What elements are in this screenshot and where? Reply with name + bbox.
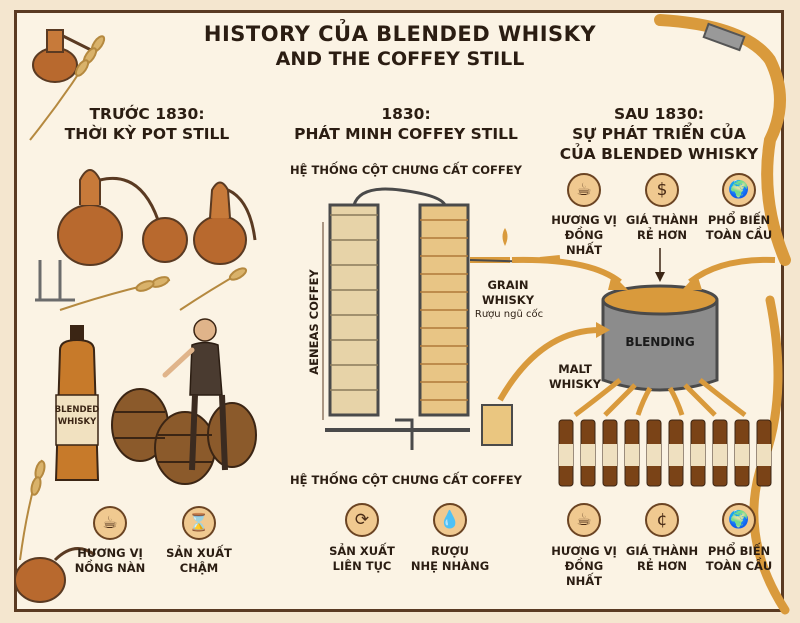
panel1-feature1-line2: NỒNG NÀN [74,561,146,575]
panel3-top-feature1-line1: HƯƠNG VỊ [551,213,617,227]
panel3-bottom-feature2-label: GIÁ THÀNH RẺ HƠN [623,544,701,574]
bottle-row-icon [558,419,772,487]
panel1-header-line1: TRƯỚC 1830: [89,105,205,123]
arrow-down-head-icon [655,272,665,282]
bottle-2 [580,419,596,487]
panel1-feature2-line2: CHẬM [179,561,219,575]
title-line2: AND THE COFFEY STILL [275,48,525,70]
panel3-top-feature2-label: GIÁ THÀNH RẺ HƠN [623,213,701,243]
aeneas-coffey-label: AENEAS COFFEY [307,269,321,375]
panel1-feature1-label: HƯƠNG VỊ NỒNG NÀN [60,546,160,576]
bottle-6 [668,419,684,487]
panel3-top-feature1-line2: ĐỒNG NHẤT [564,228,604,257]
distribution-streams-icon [573,378,747,417]
title-line1: HISTORY CỦA BLENDED WHISKY [203,22,597,46]
panel2-feature2-line1: RƯỢU [431,544,469,558]
bottle-9 [734,419,750,487]
coffey-system-label-top: HỆ THỐNG CỘT CHƯNG CẤT COFFEY [290,163,522,177]
wheat-top-left-icon [29,35,106,141]
flow-arrowheads-icon [596,274,702,338]
panel3-bottom-feature1-line2: ĐỒNG NHẤT [564,559,604,588]
panel3-bottom-feature1-line1: HƯƠNG VỊ [551,544,617,558]
panel2-feature1-line1: SẢN XUẤT [329,544,395,558]
panel2-header: 1830: PHÁT MINH COFFEY STILL [282,104,530,144]
panel3-header-line1: SAU 1830: [613,105,704,123]
panel3-top-feature3-line2: TOÀN CẦU [705,228,773,242]
bottom-left-pot-still-icon [14,547,96,603]
coins-icon: ¢ [645,503,679,537]
cycle-icon: ⟳ [345,503,379,537]
panel3-header-line3: CỦA BLENDED WHISKY [559,145,759,163]
grain-whisky-label: GRAIN WHISKY [478,278,538,308]
coffey-system-label-bottom: HỆ THỐNG CỘT CHƯNG CẤT COFFEY [290,473,522,487]
bottle-7 [690,419,706,487]
panel3-top-feature3-label: PHỔ BIẾN TOÀN CẦU [700,213,778,243]
blended-whisky-bottle-icon [54,325,100,481]
panel2-feature2-line2: NHẸ NHÀNG [410,559,490,573]
bottle-1 [558,419,574,487]
panel3-top-feature3-line1: PHỔ BIẾN [707,213,771,227]
panel3-header-line2: SỰ PHÁT TRIỂN CỦA [572,125,746,143]
panel3-bottom-feature1-label: HƯƠNG VỊ ĐỒNG NHẤT [545,544,623,589]
globe-icon: 🌍 [722,173,756,207]
pot-stills-icon [35,169,257,302]
worker-figure-icon [162,318,228,471]
blending-vat-icon [601,284,719,392]
barrels-icon [111,388,257,485]
cup-icon: ☕ [567,503,601,537]
cup-icon: ☕ [567,173,601,207]
panel1-header-line2: THỜI KỲ POT STILL [64,125,230,143]
malt-whisky-label: MALT WHISKY [545,362,605,392]
hourglass-icon: ⌛ [182,506,216,540]
whisky-pour-icon [654,14,791,266]
panel3-top-feature2-line1: GIÁ THÀNH [625,213,699,227]
panel3-bottom-feature2-line1: GIÁ THÀNH [625,544,699,558]
panel1-feature1-line1: HƯƠNG VỊ [77,546,143,560]
bottle-3 [602,419,618,487]
panel1-feature2-label: SẢN XUẤT CHẬM [149,546,249,576]
grain-whisky-line1: GRAIN [487,278,529,292]
panel2-feature1-line2: LIÊN TỤC [332,559,392,573]
panel1-feature2-line1: SẢN XUẤT [166,546,232,560]
blending-label: BLENDING [625,335,695,349]
bottle-label-line2: WHISKY [58,417,97,427]
bottle-10 [756,419,772,487]
panel3-header: SAU 1830: SỰ PHÁT TRIỂN CỦA CỦA BLENDED … [540,104,778,164]
wheat-panel1-icon [59,267,248,311]
panel2-feature1-label: SẢN XUẤT LIÊN TỤC [312,544,412,574]
cup-icon: ☕ [93,506,127,540]
panel3-bottom-feature3-label: PHỔ BIẾN TOÀN CẦU [700,544,778,574]
panel2-feature2-label: RƯỢU NHẸ NHÀNG [400,544,500,574]
globe-icon: 🌍 [722,503,756,537]
malt-whisky-line1: MALT [558,362,592,376]
coffey-still-icon [325,187,541,450]
grain-drop-icon [502,228,508,246]
panel3-top-feature2-line2: RẺ HƠN [636,228,687,242]
wheat-bottom-left-icon [19,459,46,561]
drop-icon: 💧 [433,503,467,537]
page-title: HISTORY CỦA BLENDED WHISKY AND THE COFFE… [0,22,800,70]
grain-whisky-line2: WHISKY [481,293,535,307]
malt-whisky-line2: WHISKY [548,377,602,391]
bottle-4 [624,419,640,487]
bottle-8 [712,419,728,487]
price-icon: $ [645,173,679,207]
grain-whisky-sub: Rượu ngũ cốc [474,309,544,320]
panel1-header: TRƯỚC 1830: THỜI KỲ POT STILL [22,104,272,144]
panel2-header-line2: PHÁT MINH COFFEY STILL [294,125,518,143]
panel3-top-feature1-label: HƯƠNG VỊ ĐỒNG NHẤT [545,213,623,258]
panel3-bottom-feature2-line2: RẺ HƠN [636,559,687,573]
panel2-header-line1: 1830: [381,105,431,123]
bottle-5 [646,419,662,487]
bottle-label-line1: BLENDED [55,405,100,415]
panel3-bottom-feature3-line2: TOÀN CẦU [705,559,773,573]
panel3-bottom-feature3-line1: PHỔ BIẾN [707,544,771,558]
